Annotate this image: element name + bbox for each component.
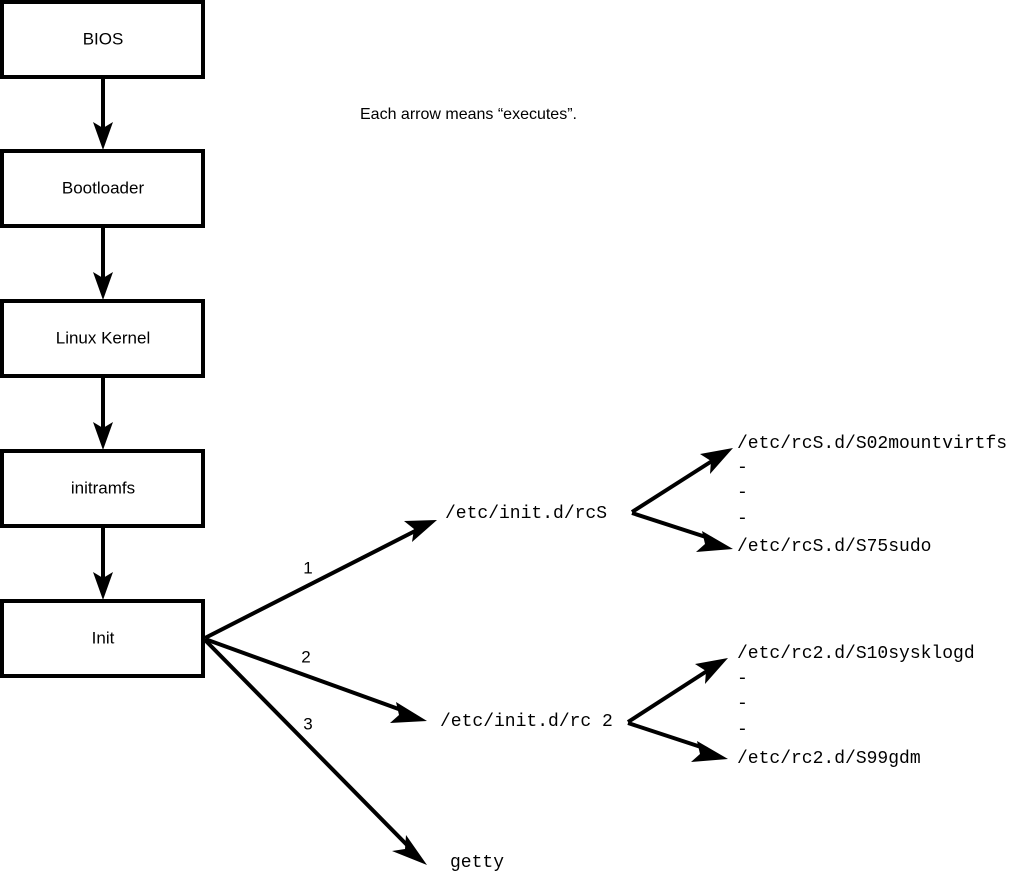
bios-box — [0, 0, 205, 79]
arrow-bios-to-bootloader — [93, 77, 113, 150]
rcs-ellipsis-dash-2: - — [737, 483, 748, 503]
init-label: Init — [92, 628, 115, 647]
node-init: Init — [0, 599, 205, 678]
edge-rc2-to-first-script — [626, 658, 728, 724]
init-box — [0, 599, 205, 678]
label-rc2-first-script: /etc/rc2.d/S10sysklogd — [737, 644, 975, 664]
edge-rcs-to-first-script — [630, 448, 733, 514]
arrowhead-icon — [695, 658, 728, 684]
bootloader-label: Bootloader — [62, 178, 145, 197]
arrowhead-icon — [700, 448, 733, 474]
edge-init-branch-1: 1 — [204, 520, 437, 640]
rc2-ellipsis-dash-2: - — [737, 694, 748, 714]
edge-rcs-to-last-script — [631, 511, 733, 552]
rc2-ellipsis-dash-1: - — [737, 669, 748, 689]
rcs-ellipsis-dash-1: - — [737, 458, 748, 478]
label-rcs-first-script: /etc/rcS.d/S02mountvirtfs — [737, 434, 1007, 454]
node-initramfs: initramfs — [0, 449, 205, 528]
note-each-arrow-executes: Each arrow means “executes”. — [360, 106, 577, 123]
arrowhead-icon — [404, 520, 437, 542]
node-bios: BIOS — [0, 0, 205, 79]
edge-rc2-to-last-script — [627, 721, 728, 762]
arrow-kernel-to-initramfs — [93, 376, 113, 450]
label-etc-init-d-rc-2: /etc/init.d/rc 2 — [440, 712, 613, 732]
node-linux-kernel: Linux Kernel — [0, 299, 205, 378]
arrowhead-icon — [93, 572, 113, 600]
arrowhead-icon — [390, 702, 427, 723]
label-etc-init-d-rcs: /etc/init.d/rcS — [445, 504, 607, 524]
edge-init-branch-2: 2 — [204, 637, 427, 723]
label-rc2-last-script: /etc/rc2.d/S99gdm — [737, 749, 921, 769]
arrowhead-icon — [93, 272, 113, 300]
node-bootloader: Bootloader — [0, 149, 205, 228]
label-getty: getty — [450, 853, 504, 873]
initramfs-box — [0, 449, 205, 528]
rcs-ellipsis-dash-3: - — [737, 509, 748, 529]
label-rcs-last-script: /etc/rcS.d/S75sudo — [737, 537, 931, 557]
initramfs-label: initramfs — [71, 478, 135, 497]
arrow-initramfs-to-init — [93, 526, 113, 600]
edge-init-branch-3: 3 — [203, 638, 427, 865]
bios-label: BIOS — [83, 29, 124, 48]
arrowhead-icon — [392, 835, 427, 865]
arrowhead-icon — [696, 531, 733, 552]
arrowhead-icon — [93, 422, 113, 450]
linux-kernel-label: Linux Kernel — [56, 328, 151, 347]
arrowhead-icon — [691, 741, 728, 762]
arrowhead-icon — [93, 122, 113, 150]
rc2-ellipsis-dash-3: - — [737, 720, 748, 740]
edge-number-2: 2 — [301, 647, 310, 666]
arrow-bootloader-to-kernel — [93, 226, 113, 300]
edge-number-3: 3 — [303, 714, 312, 733]
edge-number-1: 1 — [303, 558, 312, 577]
